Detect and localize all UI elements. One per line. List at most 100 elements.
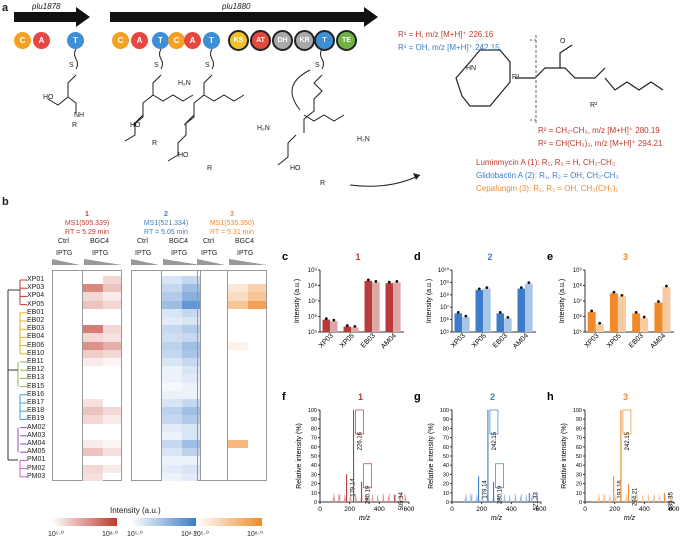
iptg-label: IPTG [92, 250, 109, 257]
x-tick-label: 600 [536, 506, 547, 513]
heatmap-row-label: EB03 [27, 325, 45, 333]
atom-r: R [207, 165, 213, 172]
peak-label: 294.21 [633, 487, 639, 506]
atom-ho: HO [178, 152, 189, 159]
peak-label-box [489, 409, 499, 435]
bar [372, 282, 380, 332]
x-tick-label: EB03 [360, 332, 377, 349]
panel-letter: d [414, 251, 421, 263]
data-point [612, 290, 616, 294]
colorbar [197, 518, 262, 526]
peak-label: 521.33 [533, 492, 539, 511]
domain-a: A [33, 32, 50, 49]
heatmap-row-label: EB16 [27, 390, 45, 398]
panel-letter: e [547, 251, 553, 263]
panel-letter: f [282, 391, 286, 403]
heatmap-row-label: EB10 [27, 349, 45, 357]
iptg-wedge [197, 259, 225, 265]
heatmap-cell [83, 333, 103, 342]
heatmap-cell [228, 284, 248, 293]
bar [632, 313, 641, 332]
bar [504, 318, 512, 332]
y-tick-label: 10⁸ [308, 283, 318, 290]
y-tick-label: 10⁸ [573, 283, 583, 290]
domain-label: KR [299, 37, 310, 44]
y-tick-label: 10⁶ [308, 314, 318, 321]
data-point [657, 300, 660, 303]
y-axis-label: Relative intensity (%) [296, 423, 303, 489]
heatmap-cell [228, 300, 248, 309]
ctrl-label: Ctrl [137, 238, 148, 245]
bar [393, 282, 401, 332]
heatmap-cell [103, 349, 121, 358]
heatmap-row-label: EB02 [27, 317, 45, 324]
x-axis-label: m/z [359, 515, 371, 522]
dendrogram [7, 279, 27, 478]
data-point [387, 280, 391, 284]
data-point [590, 309, 594, 313]
heatmap-row-label: XP04 [27, 292, 45, 300]
colorbar [131, 518, 196, 526]
heatmap-cell [103, 300, 121, 309]
domain-kr: KR [294, 30, 315, 51]
y-tick-label: 10 [443, 491, 449, 497]
data-point [345, 324, 349, 327]
bar [454, 313, 463, 332]
colorbar-max: 10⁸·⁰ [247, 531, 263, 538]
domain-t: T [152, 32, 169, 49]
data-point [485, 286, 489, 289]
data-point [634, 311, 638, 314]
heatmap-cell [182, 390, 200, 399]
x-tick-label: 0 [450, 506, 454, 513]
domain-te: TE [336, 30, 357, 51]
x-tick-label: 400 [639, 506, 650, 513]
bgc-label: BGC4 [235, 238, 255, 245]
x-tick-label: AM04 [512, 332, 530, 350]
heatmap-row-label: EB01 [27, 308, 45, 316]
heatmap-cell [248, 284, 266, 293]
panel-a-letter: a [2, 2, 9, 14]
heatmap-cell [103, 415, 121, 424]
domain-label: C [173, 36, 180, 45]
x-axis-label: m/z [624, 515, 636, 522]
iptg-label: IPTG [237, 250, 254, 257]
y-tick-label: 60 [443, 445, 449, 451]
heatmap-cell [162, 448, 182, 457]
rt-label: RT = 5.31 min [210, 229, 254, 236]
heatmap-row-label: EB11 [27, 358, 44, 365]
y-tick-label: 20 [443, 482, 449, 488]
atom-s: S [315, 62, 320, 69]
peak-label: 242.15 [492, 431, 498, 450]
y-tick-label: 0 [579, 500, 582, 506]
data-point [498, 311, 502, 314]
heatmap-cell [182, 382, 200, 391]
heatmap-cell [182, 456, 200, 465]
data-point [598, 321, 602, 325]
heatmap-cell [228, 341, 248, 350]
domain-label: KS [233, 37, 244, 44]
data-point [366, 278, 370, 282]
iptg-label: IPTG [56, 250, 73, 257]
bar [617, 296, 626, 332]
y-axis-label: Intensity (a.u.) [559, 279, 566, 323]
iptg-wedge [131, 259, 159, 265]
x-tick-label: 200 [476, 506, 487, 513]
domain-label: T [209, 36, 214, 45]
heatmap-cell [162, 374, 182, 383]
x-tick-label: AM04 [649, 332, 667, 350]
x-tick-label: XP03 [318, 332, 335, 349]
heatmap-cell [182, 431, 200, 440]
heatmap-cell [162, 284, 182, 293]
y-tick-label: 100 [308, 408, 317, 414]
y-tick-label: 10⁶ [573, 314, 583, 321]
heatmap-row-label: EB15 [27, 382, 45, 390]
domain-label: T [322, 37, 327, 44]
bar [385, 283, 394, 332]
heatmap-cell [182, 415, 200, 424]
chart-title: 2 [487, 252, 492, 262]
heatmap-cell [228, 440, 248, 449]
heatmap-row-label: AM03 [27, 431, 46, 439]
atom-r: R [320, 180, 326, 187]
y-tick-label: 80 [311, 426, 317, 432]
